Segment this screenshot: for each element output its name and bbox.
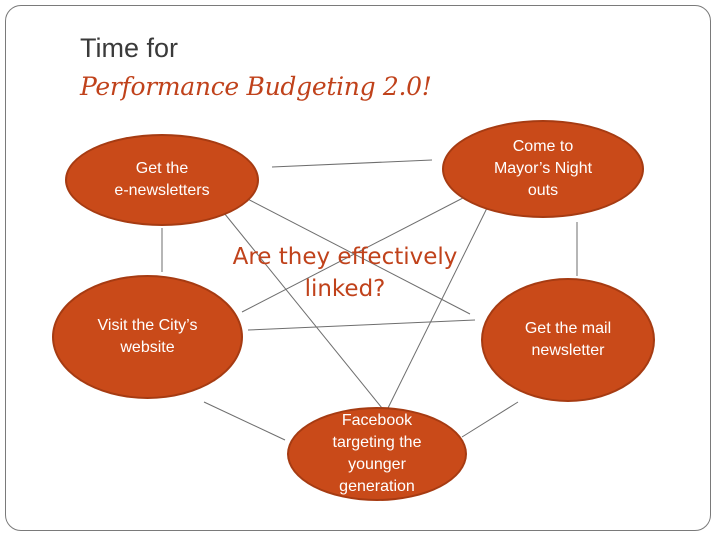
slide-title: Time for: [80, 33, 179, 63]
node-get-mail-newsletter: Get the mail newsletter: [481, 278, 655, 402]
node-mayors-night-outs: Come to Mayor’s Night outs: [442, 120, 644, 218]
connector-newsletters-mayor: [271, 159, 433, 168]
connector-website-mail: [247, 319, 476, 331]
connector-newsletters-facebook: [219, 207, 383, 409]
connector-mail-facebook: [461, 401, 519, 438]
slide-frame: [5, 5, 711, 531]
node-visit-city-website: Visit the City’s website: [52, 275, 243, 399]
connector-mayor-website: [241, 183, 491, 313]
connector-website-facebook: [203, 401, 286, 441]
node-get-e-newsletters: Get the e-newsletters: [65, 134, 259, 226]
center-question: Are they effectively linked?: [232, 244, 458, 302]
slide-subtitle: Performance Budgeting 2.0!: [80, 72, 432, 101]
connector-mayor-facebook: [387, 205, 489, 409]
node-facebook-younger-generation: Facebook targeting the younger generatio…: [287, 407, 467, 501]
